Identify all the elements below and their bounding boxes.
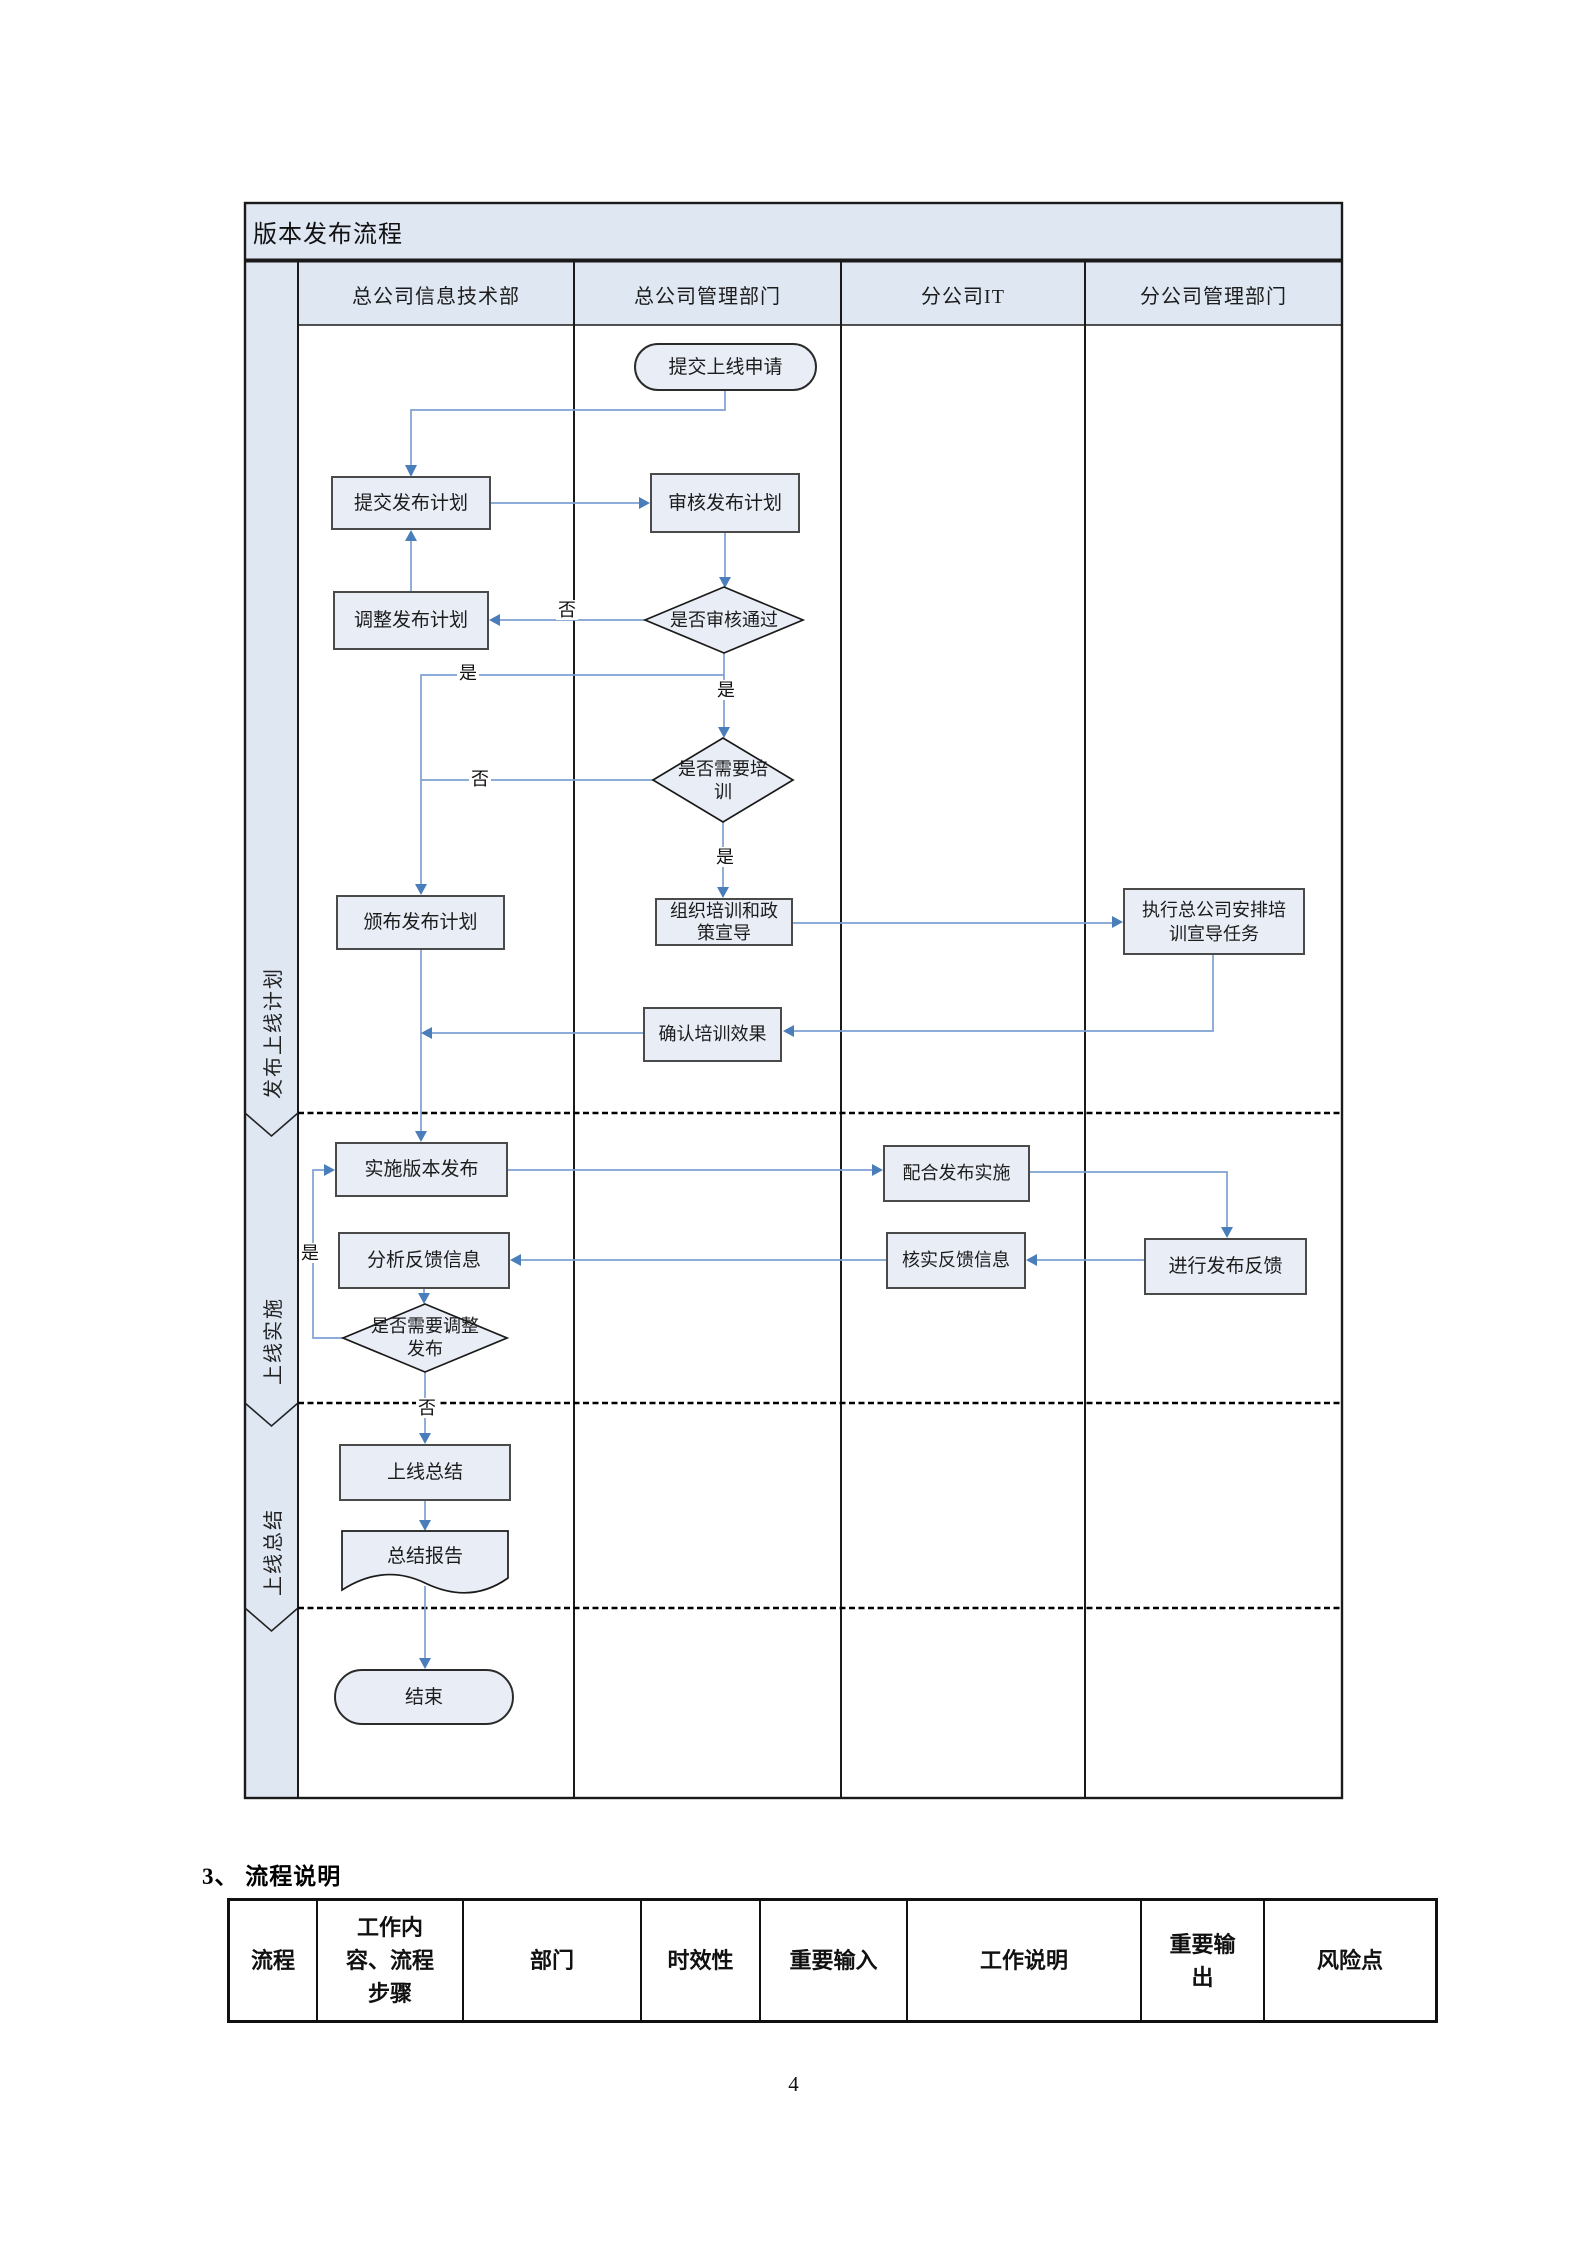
col-header-timeliness: 时效性 [640,1898,761,2023]
chevron-down-icon [244,1607,299,1633]
edge-label-yes: 是 [715,680,737,700]
edge-label-yes: 是 [714,847,736,867]
title-band [245,203,1342,260]
node-submit-plan: 提交发布计划 [331,476,491,530]
node-end: 结束 [334,1669,514,1725]
node-implement-release: 实施版本发布 [335,1142,508,1197]
node-organize-training: 组织培训和政 策宣导 [655,898,793,946]
edge-label-no: 否 [556,600,578,620]
edge-label-yes: 是 [457,663,479,683]
lane-header-hq-mgmt: 总公司管理部门 [634,285,781,308]
node-adjust-plan: 调整发布计划 [333,591,489,650]
node-analyze-feedback: 分析反馈信息 [338,1232,510,1289]
node-decision-adjust: 是否需要调整 发布 [371,1316,479,1359]
phase-separators [298,1111,1342,1610]
col-header-process: 流程 [227,1898,318,2023]
swimlane-grid [243,201,1344,1800]
edge-label-no: 否 [416,1398,438,1418]
process-spec-table: 流程 工作内 容、流程 步骤 部门 时效性 重要输入 工作说明 重要输 出 风险… [227,1898,1438,2023]
col-header-key-output: 重要输 出 [1140,1898,1265,2023]
header-band [298,262,1342,325]
document-shape [341,1530,509,1594]
flow-arrowheads [324,465,1233,1669]
lane-header-branch-mgmt: 分公司管理部门 [1140,285,1287,308]
phase-label-summary: 上线总结 [262,1508,285,1596]
node-decision-training: 是否需要培 训 [678,759,768,802]
node-execute-training: 执行总公司安排培 训宣导任务 [1123,888,1305,955]
swimlane-band-fills [245,203,1342,1798]
table-header-row: 流程 工作内 容、流程 步骤 部门 时效性 重要输入 工作说明 重要输 出 风险… [227,1898,1438,2023]
page-number: 4 [788,2072,799,2096]
col-header-risk: 风险点 [1263,1898,1438,2023]
flow-connectors [312,391,1228,1662]
node-decision-review: 是否审核通过 [670,609,778,630]
col-header-steps: 工作内 容、流程 步骤 [316,1898,464,2023]
section-heading: 3、 流程说明 [202,1864,342,1889]
phase-label-implementation: 上线实施 [262,1297,285,1385]
node-give-feedback: 进行发布反馈 [1144,1238,1307,1295]
decision-review-shape [642,586,806,654]
col-header-description: 工作说明 [906,1898,1142,2023]
lane-header-hq-it: 总公司信息技术部 [352,285,520,308]
phase-column-band [245,262,298,1798]
decision-shapes [340,586,806,1373]
chevron-down-icon [244,1112,299,1138]
node-summary: 上线总结 [339,1444,511,1501]
decision-adjust-shape [340,1303,510,1373]
lane-header-branch-it: 分公司IT [921,285,1005,308]
node-review-plan: 审核发布计划 [650,473,800,533]
col-header-key-input: 重要输入 [759,1898,908,2023]
node-verify-feedback: 核实反馈信息 [886,1232,1026,1289]
decision-training-shape [651,737,795,823]
chevron-down-icon [244,1402,299,1428]
edge-label-no: 否 [469,769,491,789]
edge-label-yes: 是 [299,1243,321,1263]
node-assist-release: 配合发布实施 [883,1145,1030,1202]
node-report: 总结报告 [386,1545,463,1567]
phase-label-release-plan: 发布上线计划 [262,967,285,1099]
phase-chevrons [244,1112,299,1633]
node-publish-plan: 颁布发布计划 [336,895,505,950]
flowchart-title: 版本发布流程 [253,222,403,248]
node-confirm-training: 确认培训效果 [643,1007,782,1062]
node-start: 提交上线申请 [634,343,817,391]
col-header-department: 部门 [462,1898,642,2023]
